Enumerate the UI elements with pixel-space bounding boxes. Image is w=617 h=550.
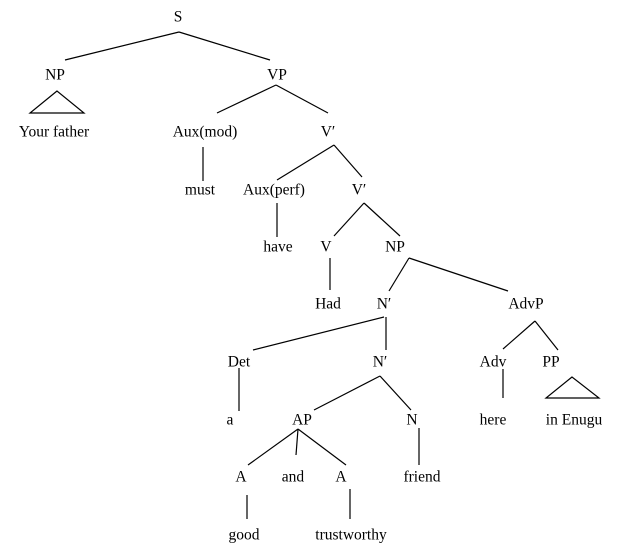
node-det: Det	[228, 354, 251, 371]
node-aux-perf: Aux(perf)	[243, 182, 305, 199]
leaf-here: here	[480, 412, 507, 429]
node-pp: PP	[542, 354, 559, 371]
leaf-a: a	[227, 412, 234, 429]
node-advp: AdvP	[508, 296, 543, 313]
edge-ap-and	[295, 428, 299, 456]
node-a-2: A	[335, 469, 347, 486]
leaf-had: Had	[315, 296, 341, 313]
node-n: N	[406, 412, 417, 429]
edge-nbar2-n	[379, 375, 412, 411]
edge-ap-a2	[297, 428, 347, 466]
leaf-good: good	[229, 527, 260, 544]
edge-np-nbar	[388, 257, 410, 292]
leaf-in-enugu: in Enugu	[546, 412, 603, 429]
node-vp: VP	[267, 67, 287, 84]
node-nbar-1: N′	[377, 296, 392, 313]
edge-s-vp	[178, 31, 271, 61]
node-a-1: A	[235, 469, 247, 486]
triangle-np-subj	[28, 90, 86, 114]
leaf-have: have	[263, 239, 292, 256]
triangle-pp	[544, 376, 601, 399]
leaf-trustworthy: trustworthy	[315, 527, 387, 544]
edge-vbar2-v	[333, 202, 365, 237]
node-nbar-2: N′	[373, 354, 388, 371]
edges	[28, 31, 601, 519]
edge-vp-vbar	[275, 84, 329, 114]
edge-advp-pp	[534, 320, 559, 351]
leaf-friend: friend	[403, 469, 440, 486]
node-ap: AP	[292, 412, 312, 429]
node-np-object: NP	[385, 239, 405, 256]
node-s: S	[174, 9, 183, 26]
node-np-subject: NP	[45, 67, 65, 84]
edge-nbar-det	[252, 316, 385, 351]
edge-ap-a1	[247, 428, 299, 466]
node-aux-mod: Aux(mod)	[173, 124, 238, 141]
edge-np-advp	[408, 257, 509, 292]
nodes: S NP Your father VP Aux(mod) must V′ Aux…	[19, 9, 603, 544]
edge-vbar-auxperf	[276, 144, 335, 181]
edge-vbar2-np	[363, 202, 401, 237]
node-vbar-2: V′	[352, 182, 367, 199]
edge-nbar2-ap	[313, 375, 381, 411]
edge-s-np	[64, 31, 180, 61]
leaf-and: and	[282, 469, 305, 486]
edge-vp-auxmod	[216, 84, 277, 114]
edge-advp-adv	[502, 320, 536, 350]
leaf-your-father: Your father	[19, 124, 90, 141]
node-vbar-1: V′	[321, 124, 336, 141]
edge-vbar-vbar2	[333, 144, 363, 178]
leaf-must: must	[185, 182, 216, 199]
node-adv: Adv	[480, 354, 507, 371]
node-v: V	[320, 239, 332, 256]
